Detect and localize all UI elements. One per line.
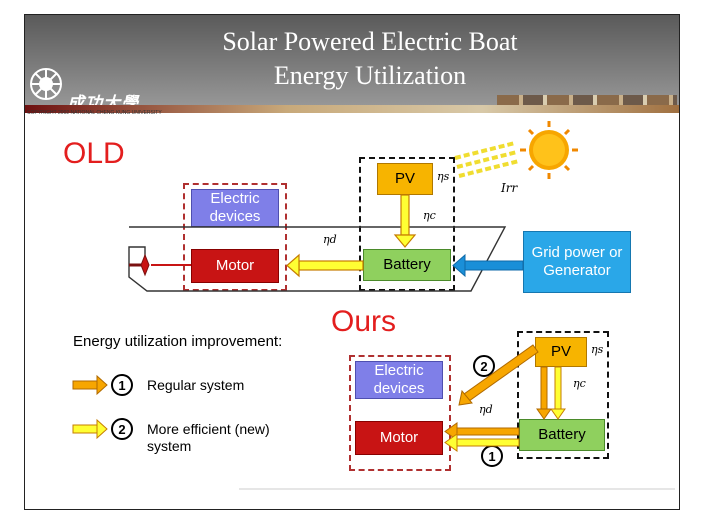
ours-battery-to-motor-arrows <box>444 422 520 452</box>
legend-arrow-efficient <box>72 418 108 440</box>
legend-arrow-regular <box>72 374 108 396</box>
copyright-text: COPYRIGHT 2002 NATIONAL CHENG KUNG UNIVE… <box>27 110 162 116</box>
propeller-icon <box>129 253 150 277</box>
ours-label: Ours <box>331 305 397 338</box>
grid-power-box: Grid power or Generator <box>523 231 631 293</box>
irradiance-label: Irr <box>501 181 518 195</box>
ours-battery-box: Battery <box>519 419 605 451</box>
ours-eta-c-label: ηc <box>573 377 586 390</box>
old-eta-d-label: ηd <box>323 233 337 246</box>
ours-source-dashed-box <box>517 331 609 459</box>
ours-load-dashed-box <box>349 355 451 471</box>
old-load-dashed-box <box>183 183 287 291</box>
boat-hull-outline <box>128 226 507 292</box>
legend-marker-1: 1 <box>111 374 133 396</box>
slide: Solar Powered Electric Boat Energy Utili… <box>24 14 680 510</box>
ours-eta-s-label: ηs <box>591 343 604 356</box>
university-emblem-icon <box>30 68 62 100</box>
old-motor-box: Motor <box>191 249 279 283</box>
old-eta-c-label: ηc <box>423 209 436 222</box>
slide-title-line2: Energy Utilization <box>273 61 467 90</box>
legend-item1-text: Regular system <box>147 377 245 393</box>
slide-header: Solar Powered Electric Boat Energy Utili… <box>25 15 679 114</box>
ours-marker-2: 2 <box>473 355 495 377</box>
old-label: OLD <box>63 137 125 170</box>
ours-marker-1: 1 <box>481 445 503 467</box>
old-pv-box: PV <box>377 163 433 195</box>
slide-title-line1: Solar Powered Electric Boat <box>222 27 518 56</box>
legend-heading: Energy utilization improvement: <box>73 333 283 350</box>
legend-item2-text: More efficient (new) system <box>147 421 270 454</box>
old-pv-to-battery-arrow <box>393 194 417 248</box>
ours-motor-box: Motor <box>355 421 443 455</box>
ours-pv-to-motor-arrow <box>458 344 539 406</box>
sun-rays-icon <box>454 141 520 178</box>
ours-electric-devices-box: Electric devices <box>355 361 443 399</box>
sun-icon <box>520 121 578 179</box>
old-electric-devices-box: Electric devices <box>191 189 279 227</box>
grid-to-battery-arrow <box>452 253 524 278</box>
old-eta-s-label: ηs <box>437 170 450 183</box>
ours-pv-box: PV <box>535 337 587 367</box>
ours-eta-d-label: ηd <box>479 403 493 416</box>
header-decorative-strip <box>25 105 679 113</box>
diagram-graphics <box>72 121 675 490</box>
ours-pv-to-battery-arrows <box>536 366 566 420</box>
old-battery-to-motor-arrow <box>286 253 364 278</box>
legend-marker-2: 2 <box>111 418 133 440</box>
old-source-dashed-box <box>359 157 455 291</box>
